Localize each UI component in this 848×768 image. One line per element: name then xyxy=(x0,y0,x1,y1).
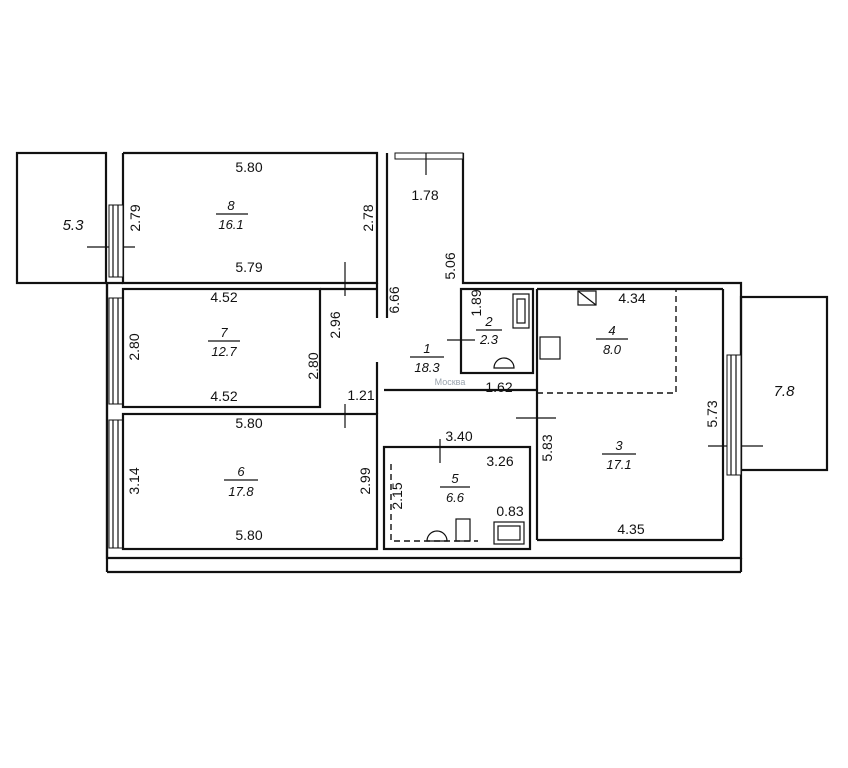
svg-text:18.3: 18.3 xyxy=(414,360,440,375)
balcony-left-area: 5.3 xyxy=(63,217,85,234)
svg-text:1.62: 1.62 xyxy=(485,379,512,395)
svg-text:2: 2 xyxy=(484,314,493,329)
room-label-1: 1 18.3 xyxy=(410,341,444,375)
svg-text:5: 5 xyxy=(451,471,459,486)
svg-text:17.1: 17.1 xyxy=(606,457,631,472)
svg-text:3.40: 3.40 xyxy=(445,428,472,444)
svg-text:4.34: 4.34 xyxy=(618,290,645,306)
balcony-right xyxy=(708,295,829,472)
svg-text:2.99: 2.99 xyxy=(357,467,373,494)
room-label-3: 3 17.1 xyxy=(602,438,636,472)
svg-text:2.78: 2.78 xyxy=(360,204,376,231)
svg-text:2.3: 2.3 xyxy=(479,332,499,347)
svg-text:5.73: 5.73 xyxy=(704,400,720,427)
svg-text:5.79: 5.79 xyxy=(235,259,262,275)
svg-text:2.79: 2.79 xyxy=(127,204,143,231)
svg-text:3.26: 3.26 xyxy=(486,453,513,469)
svg-text:4.52: 4.52 xyxy=(210,289,237,305)
svg-text:1.78: 1.78 xyxy=(411,187,438,203)
svg-text:5.80: 5.80 xyxy=(235,159,262,175)
room-label-4: 4 8.0 xyxy=(596,323,628,357)
room-label-6: 6 17.8 xyxy=(224,464,258,499)
svg-text:1: 1 xyxy=(423,341,430,356)
svg-text:3.14: 3.14 xyxy=(126,467,142,494)
svg-text:7: 7 xyxy=(220,325,228,340)
svg-text:2.80: 2.80 xyxy=(126,333,142,360)
svg-text:5.06: 5.06 xyxy=(442,252,458,279)
svg-text:8.0: 8.0 xyxy=(603,342,622,357)
svg-text:4.35: 4.35 xyxy=(617,521,644,537)
balcony-right-area: 7.8 xyxy=(774,383,796,400)
svg-text:4: 4 xyxy=(608,323,615,338)
svg-text:1.89: 1.89 xyxy=(468,289,484,316)
svg-text:6.6: 6.6 xyxy=(446,490,465,505)
room-label-2: 2 2.3 xyxy=(476,314,502,347)
room-label-8: 8 16.1 xyxy=(216,198,248,232)
interior-walls xyxy=(121,153,725,551)
svg-text:2.96: 2.96 xyxy=(327,311,343,338)
svg-text:5.80: 5.80 xyxy=(235,527,262,543)
svg-text:12.7: 12.7 xyxy=(211,344,237,359)
svg-text:2.80: 2.80 xyxy=(305,352,321,379)
dimension-labels: 5.80 5.79 4.52 4.52 5.80 5.80 1.78 1.21 … xyxy=(126,159,720,543)
room-number: 8 xyxy=(227,198,235,213)
svg-text:3: 3 xyxy=(615,438,623,453)
svg-text:0.83: 0.83 xyxy=(496,503,523,519)
watermark: Москва xyxy=(435,377,466,387)
svg-text:6.66: 6.66 xyxy=(386,286,402,313)
svg-text:5.80: 5.80 xyxy=(235,415,262,431)
room-label-7: 7 12.7 xyxy=(208,325,240,359)
svg-text:1.21: 1.21 xyxy=(347,387,374,403)
svg-text:5.83: 5.83 xyxy=(539,434,555,461)
svg-text:17.8: 17.8 xyxy=(228,484,254,499)
svg-text:2.15: 2.15 xyxy=(389,482,405,509)
svg-text:6: 6 xyxy=(237,464,245,479)
room-label-5: 5 6.6 xyxy=(440,471,470,505)
room-area: 16.1 xyxy=(218,217,243,232)
svg-text:4.52: 4.52 xyxy=(210,388,237,404)
